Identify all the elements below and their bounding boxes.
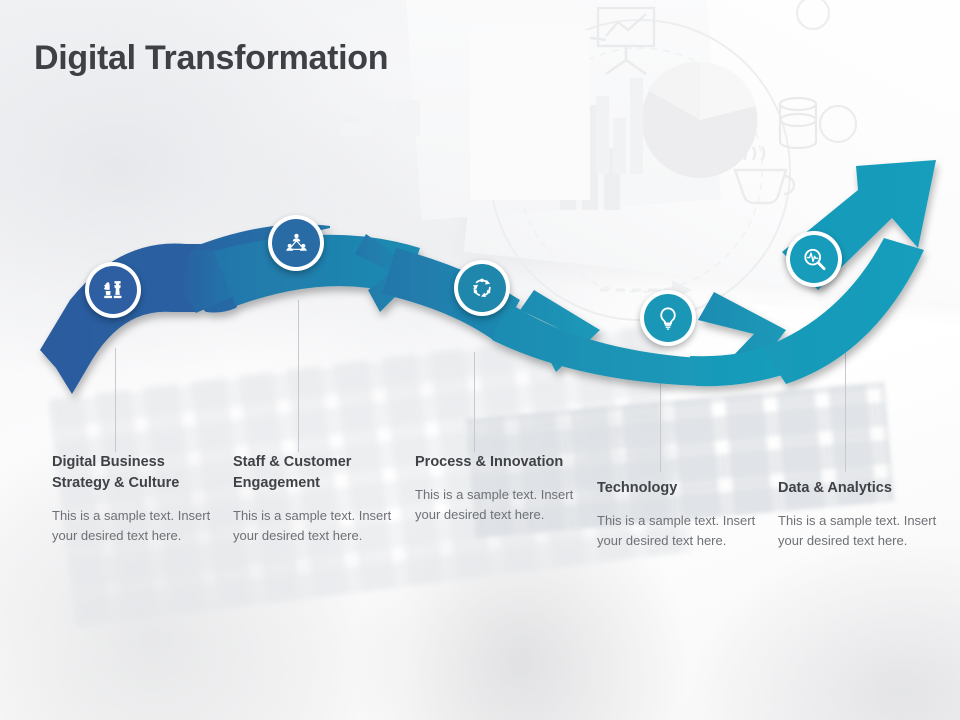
step-desc-3: This is a sample text. Insert your desir… bbox=[415, 487, 574, 522]
step-node-4[interactable] bbox=[640, 290, 696, 346]
connector-line-4 bbox=[660, 380, 661, 472]
process-cycle-icon bbox=[472, 278, 491, 298]
connector-line-5 bbox=[845, 318, 846, 472]
lightbulb-icon bbox=[660, 307, 676, 330]
step-disc-5 bbox=[790, 235, 838, 283]
step-node-5[interactable] bbox=[786, 231, 842, 287]
connector-line-2 bbox=[298, 300, 299, 452]
step-disc-1 bbox=[89, 266, 137, 314]
step-title-5: Data & Analytics bbox=[778, 480, 892, 496]
step-node-1[interactable] bbox=[85, 262, 141, 318]
step-desc-2: This is a sample text. Insert your desir… bbox=[233, 508, 392, 543]
ribbon-segment-5 bbox=[492, 302, 702, 386]
analytics-magnifier-icon bbox=[803, 248, 825, 270]
ribbon-segment-4 bbox=[382, 248, 520, 342]
chess-pieces-icon bbox=[103, 281, 122, 299]
page-title: Digital Transformation bbox=[34, 39, 389, 77]
step-node-2[interactable] bbox=[268, 215, 324, 271]
step-text-1: Digital Business Strategy & Culture This… bbox=[52, 452, 224, 546]
step-title-1: Digital Business Strategy & Culture bbox=[52, 454, 180, 492]
step-node-3[interactable] bbox=[454, 260, 510, 316]
step-text-3: Process & Innovation This is a sample te… bbox=[415, 452, 587, 525]
team-network-icon bbox=[285, 233, 307, 251]
step-title-4: Technology bbox=[597, 480, 678, 496]
ribbon-segments bbox=[40, 160, 936, 394]
step-desc-1: This is a sample text. Insert your desir… bbox=[52, 508, 211, 543]
step-disc-3 bbox=[458, 264, 506, 312]
connector-line-3 bbox=[474, 352, 475, 452]
ribbon-arrowhead-2 bbox=[355, 234, 420, 312]
step-desc-5: This is a sample text. Insert your desir… bbox=[778, 513, 937, 548]
step-desc-4: This is a sample text. Insert your desir… bbox=[597, 513, 756, 548]
step-text-5: Data & Analytics This is a sample text. … bbox=[778, 478, 950, 551]
ribbon-arrowhead-3 bbox=[520, 290, 600, 372]
step-title-2: Staff & Customer Engagement bbox=[233, 454, 352, 492]
step-text-2: Staff & Customer Engagement This is a sa… bbox=[233, 452, 405, 546]
ribbon-segment-7 bbox=[762, 238, 924, 384]
step-disc-2 bbox=[272, 219, 320, 267]
ribbon-segment-1 bbox=[40, 243, 210, 394]
step-disc-4 bbox=[644, 294, 692, 342]
step-title-3: Process & Innovation bbox=[415, 454, 564, 470]
connector-line-1 bbox=[115, 348, 116, 452]
step-text-4: Technology This is a sample text. Insert… bbox=[597, 478, 769, 551]
